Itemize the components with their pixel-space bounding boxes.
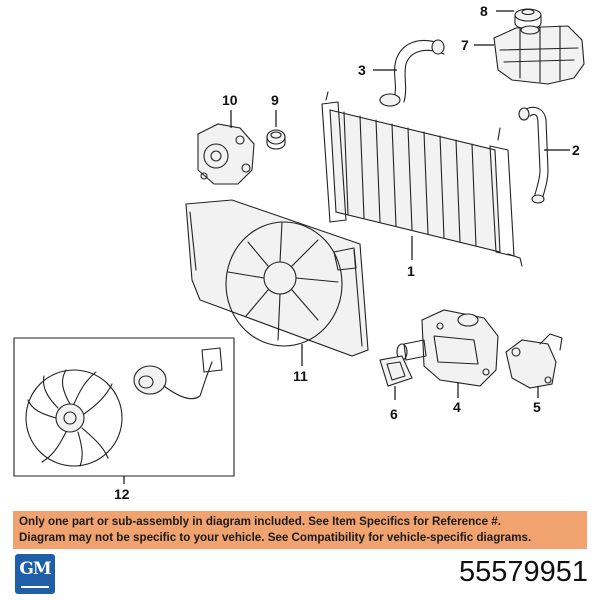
callout-10: 10 <box>222 92 238 108</box>
part-4-thermostat-housing <box>396 309 499 387</box>
part-10-water-pump <box>197 123 255 185</box>
callout-6: 6 <box>390 406 398 422</box>
callout-4: 4 <box>453 399 461 415</box>
callout-11: 11 <box>293 368 308 384</box>
part-5-outlet <box>505 333 563 389</box>
part-6-gasket <box>379 355 413 387</box>
part-7-coolant-reservoir <box>493 25 585 85</box>
callout-5: 5 <box>533 399 541 415</box>
part-12-box <box>13 337 235 477</box>
callout-1: 1 <box>407 263 415 279</box>
part-8-radiator-cap <box>514 8 542 30</box>
part-number: 55579951 <box>458 556 588 588</box>
disclaimer-line-1: Only one part or sub-assembly in diagram… <box>19 515 501 528</box>
part-12-fan-assembly <box>25 347 223 467</box>
disclaimer-line-2: Diagram may not be specific to your vehi… <box>19 531 532 544</box>
part-11-fan-shroud <box>185 199 369 357</box>
callout-3: 3 <box>358 62 366 78</box>
gm-logo: GM <box>15 554 55 594</box>
disclaimer-banner: Only one part or sub-assembly in diagram… <box>13 511 587 549</box>
callout-8: 8 <box>480 3 488 19</box>
part-1-radiator <box>321 91 523 267</box>
callout-12: 12 <box>114 486 130 502</box>
part-3-upper-hose <box>379 39 445 107</box>
gm-logo-text: GM <box>19 559 51 579</box>
callout-2: 2 <box>572 142 580 158</box>
part-2-lower-hose <box>518 106 549 204</box>
callout-7: 7 <box>461 37 469 53</box>
callout-9: 9 <box>271 92 279 108</box>
part-9-seal <box>266 129 286 150</box>
